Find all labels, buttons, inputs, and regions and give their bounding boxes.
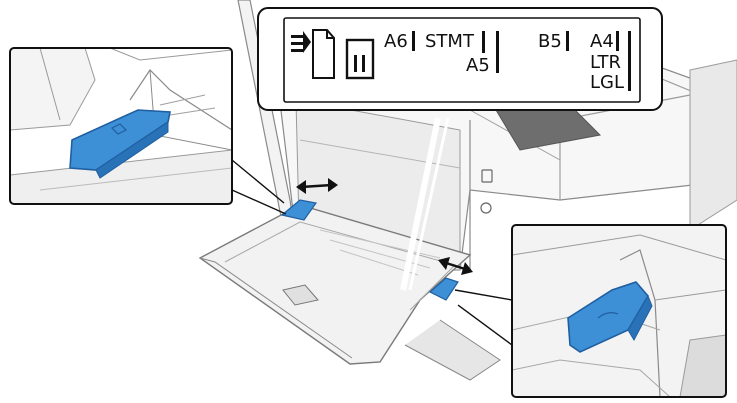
size-mark-a5	[496, 31, 499, 73]
size-label-stmt: STMT	[425, 31, 475, 52]
size-mark-stmt	[482, 31, 485, 53]
paper-size-scale-callout: A6 STMT A5 B5 A4 LTR LGL	[257, 7, 663, 111]
size-mark-lgl	[628, 31, 631, 91]
size-label-lgl: LGL	[590, 72, 624, 93]
size-label-b5: B5	[538, 31, 562, 52]
panel-icon	[481, 169, 493, 183]
double-arrow-icon	[296, 178, 338, 194]
tray-tab	[282, 284, 319, 306]
size-mark-b5	[566, 31, 569, 51]
left-guide-callout	[9, 47, 233, 205]
callout-pointers	[231, 117, 513, 346]
paper-feed-icon	[291, 29, 335, 79]
size-label-ltr: LTR	[590, 52, 621, 73]
right-guide-callout	[511, 224, 727, 398]
size-label-a5: A5	[466, 55, 490, 76]
size-mark-a6	[412, 31, 415, 51]
left-paper-guide	[280, 199, 318, 221]
right-paper-guide	[428, 277, 459, 301]
size-label-a6: A6	[384, 31, 408, 52]
bypass-tray-icon	[345, 38, 375, 80]
printer-body	[237, 0, 737, 273]
size-label-a4: A4	[590, 31, 614, 52]
double-arrow-icon	[438, 257, 473, 275]
size-mark-a4	[616, 31, 619, 51]
panel-button	[480, 202, 492, 214]
